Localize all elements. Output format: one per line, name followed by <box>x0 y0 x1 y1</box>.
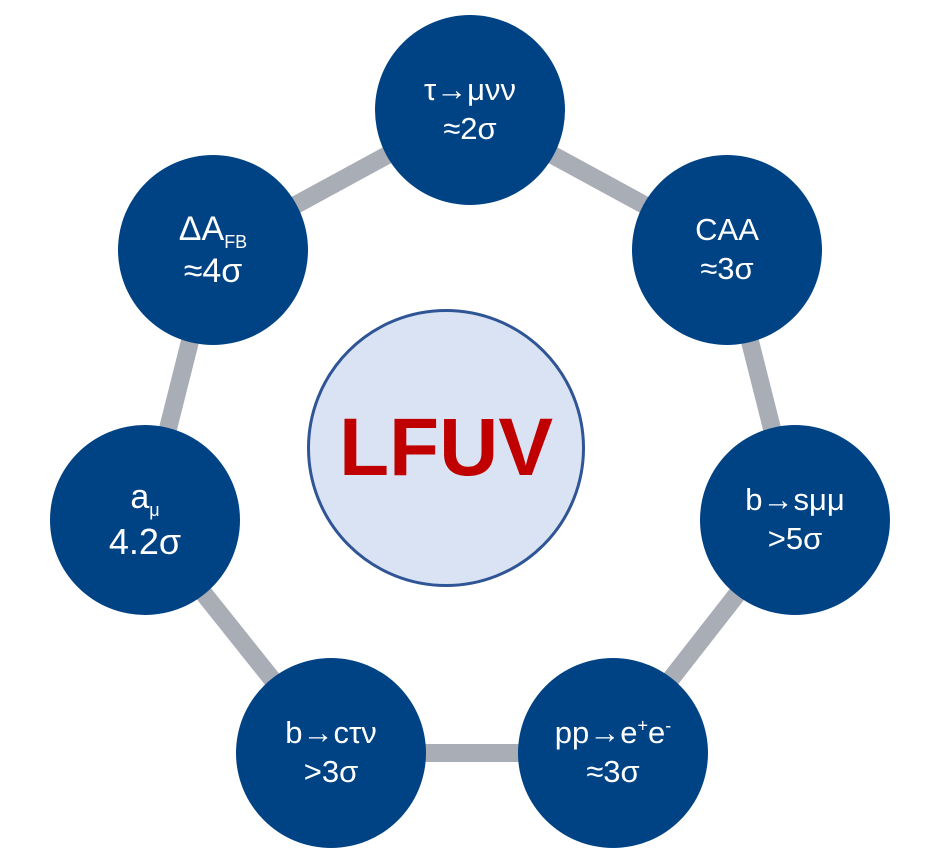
center-label: LFUV <box>338 402 554 493</box>
node-caa-significance: ≈3σ <box>700 251 754 286</box>
node-caa: CAA ≈3σ <box>632 155 822 345</box>
node-a-mu: aμ 4.2σ <box>50 425 240 615</box>
node-delta-afb-sub: FB <box>224 231 248 252</box>
node-pp-to-ee-sup-minus: - <box>665 715 672 736</box>
node-delta-afb-base: ΔA <box>178 209 225 248</box>
node-a-mu-base: a <box>130 478 150 517</box>
node-b-to-ctaunu: b→cτν >3σ <box>236 658 426 848</box>
node-tau-decay-significance: ≈2σ <box>443 111 497 146</box>
node-a-mu-sub: μ <box>149 500 160 521</box>
node-delta-afb: ΔAFB ≈4σ <box>118 155 308 345</box>
center-circle: LFUV <box>307 309 585 587</box>
node-pp-to-ee-base: pp→e <box>554 715 638 751</box>
node-b-to-smumu: b→sμμ >5σ <box>700 425 890 615</box>
node-delta-afb-quantity: ΔAFB <box>179 208 247 251</box>
node-pp-to-ee-significance: ≈3σ <box>586 754 640 789</box>
node-b-to-ctaunu-significance: >3σ <box>303 754 359 789</box>
node-tau-decay: τ→μνν ≈2σ <box>375 15 565 205</box>
node-b-to-ctaunu-process: b→cτν <box>285 715 377 751</box>
node-tau-decay-process: τ→μνν <box>423 72 517 108</box>
node-pp-to-ee: pp→e+e- ≈3σ <box>518 658 708 848</box>
node-a-mu-significance: 4.2σ <box>108 520 182 562</box>
node-pp-to-ee-mid: e <box>648 715 666 751</box>
node-a-mu-quantity: aμ <box>130 476 159 519</box>
node-caa-process: CAA <box>695 212 759 248</box>
node-delta-afb-significance: ≈4σ <box>183 252 243 290</box>
node-pp-to-ee-sup-plus: + <box>637 715 648 736</box>
node-b-to-smumu-significance: >5σ <box>767 521 823 556</box>
node-pp-to-ee-process: pp→e+e- <box>555 714 672 753</box>
node-b-to-smumu-process: b→sμμ <box>745 482 845 518</box>
